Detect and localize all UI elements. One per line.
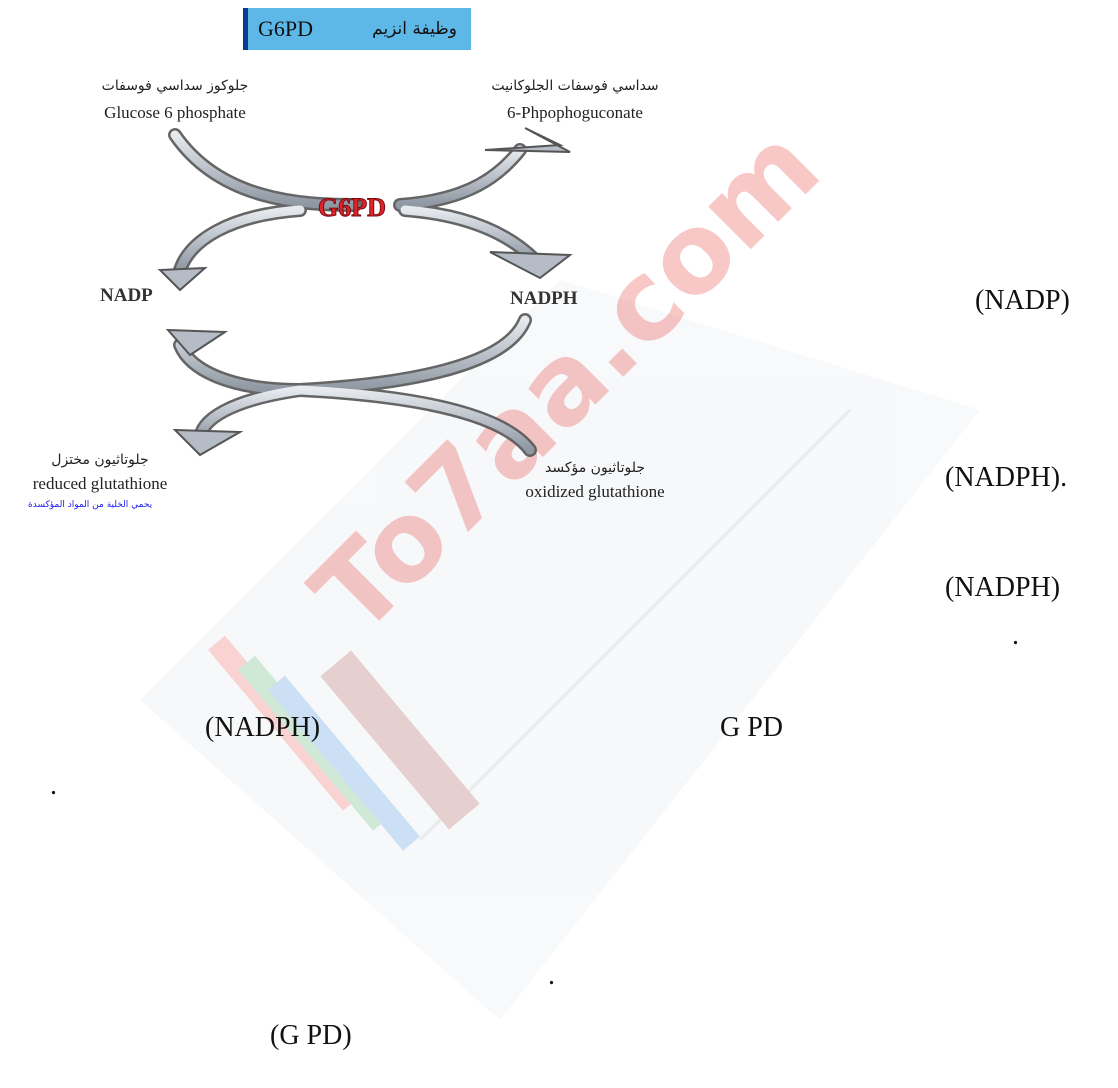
nadph-label: NADPH bbox=[510, 288, 578, 309]
arrowhead-nadp-regenerate bbox=[165, 328, 229, 357]
watermark-line bbox=[418, 408, 852, 842]
watermark-book-dark bbox=[320, 650, 480, 830]
gluconate-label-en: 6-Phpophoguconate bbox=[507, 103, 643, 122]
text-line-g6pd: G PD bbox=[720, 712, 784, 743]
text-dot-2: . bbox=[50, 770, 57, 801]
text-line-g6pd-paren: (G PD) bbox=[270, 1020, 352, 1051]
diagram-title-en: G6PD bbox=[258, 16, 314, 41]
text-line-nadph-2: (NADPH) bbox=[945, 572, 1061, 603]
watermark-book-red bbox=[208, 635, 360, 811]
diagram-title: G6PD وظيفة انزيم bbox=[243, 8, 471, 50]
enzyme-label: G6PD bbox=[318, 193, 386, 222]
reduced-glutathione-note: يحمي الخلية من المواد المؤكسدة bbox=[28, 500, 153, 510]
arrowhead-nadph bbox=[489, 251, 573, 280]
nadp-label: NADP bbox=[100, 285, 153, 306]
arrowhead-gluconate bbox=[484, 127, 571, 153]
glucose-label-en: Glucose 6 phosphate bbox=[104, 103, 246, 122]
oxidized-glutathione-ar: جلوتاثيون مؤكسد bbox=[544, 460, 645, 476]
text-line-nadp: (NADP) bbox=[975, 285, 1070, 316]
arrowhead-nadp-in bbox=[157, 266, 208, 292]
text-line-nadph-1: (NADPH). bbox=[945, 462, 1068, 493]
text-dot-1: . bbox=[1012, 620, 1019, 651]
diagram-title-ar: وظيفة انزيم bbox=[372, 19, 457, 39]
watermark-book-green bbox=[238, 655, 390, 831]
oxidized-glutathione-en: oxidized glutathione bbox=[525, 482, 665, 501]
glucose-label-ar: جلوكوز سداسي فوسفات bbox=[101, 78, 249, 94]
gluconate-label-ar: سداسي فوسفات الجلوكانيت bbox=[491, 78, 659, 94]
watermark-book-shape bbox=[140, 280, 980, 1020]
watermark-book-blue bbox=[268, 675, 420, 851]
text-line-nadph-3: (NADPH) bbox=[205, 712, 321, 743]
text-dot-3: . bbox=[548, 960, 555, 991]
arrowhead-reduced bbox=[172, 428, 244, 457]
reduced-glutathione-en: reduced glutathione bbox=[32, 474, 168, 493]
reduced-glutathione-ar: جلوتاثيون مختزل bbox=[51, 452, 149, 468]
